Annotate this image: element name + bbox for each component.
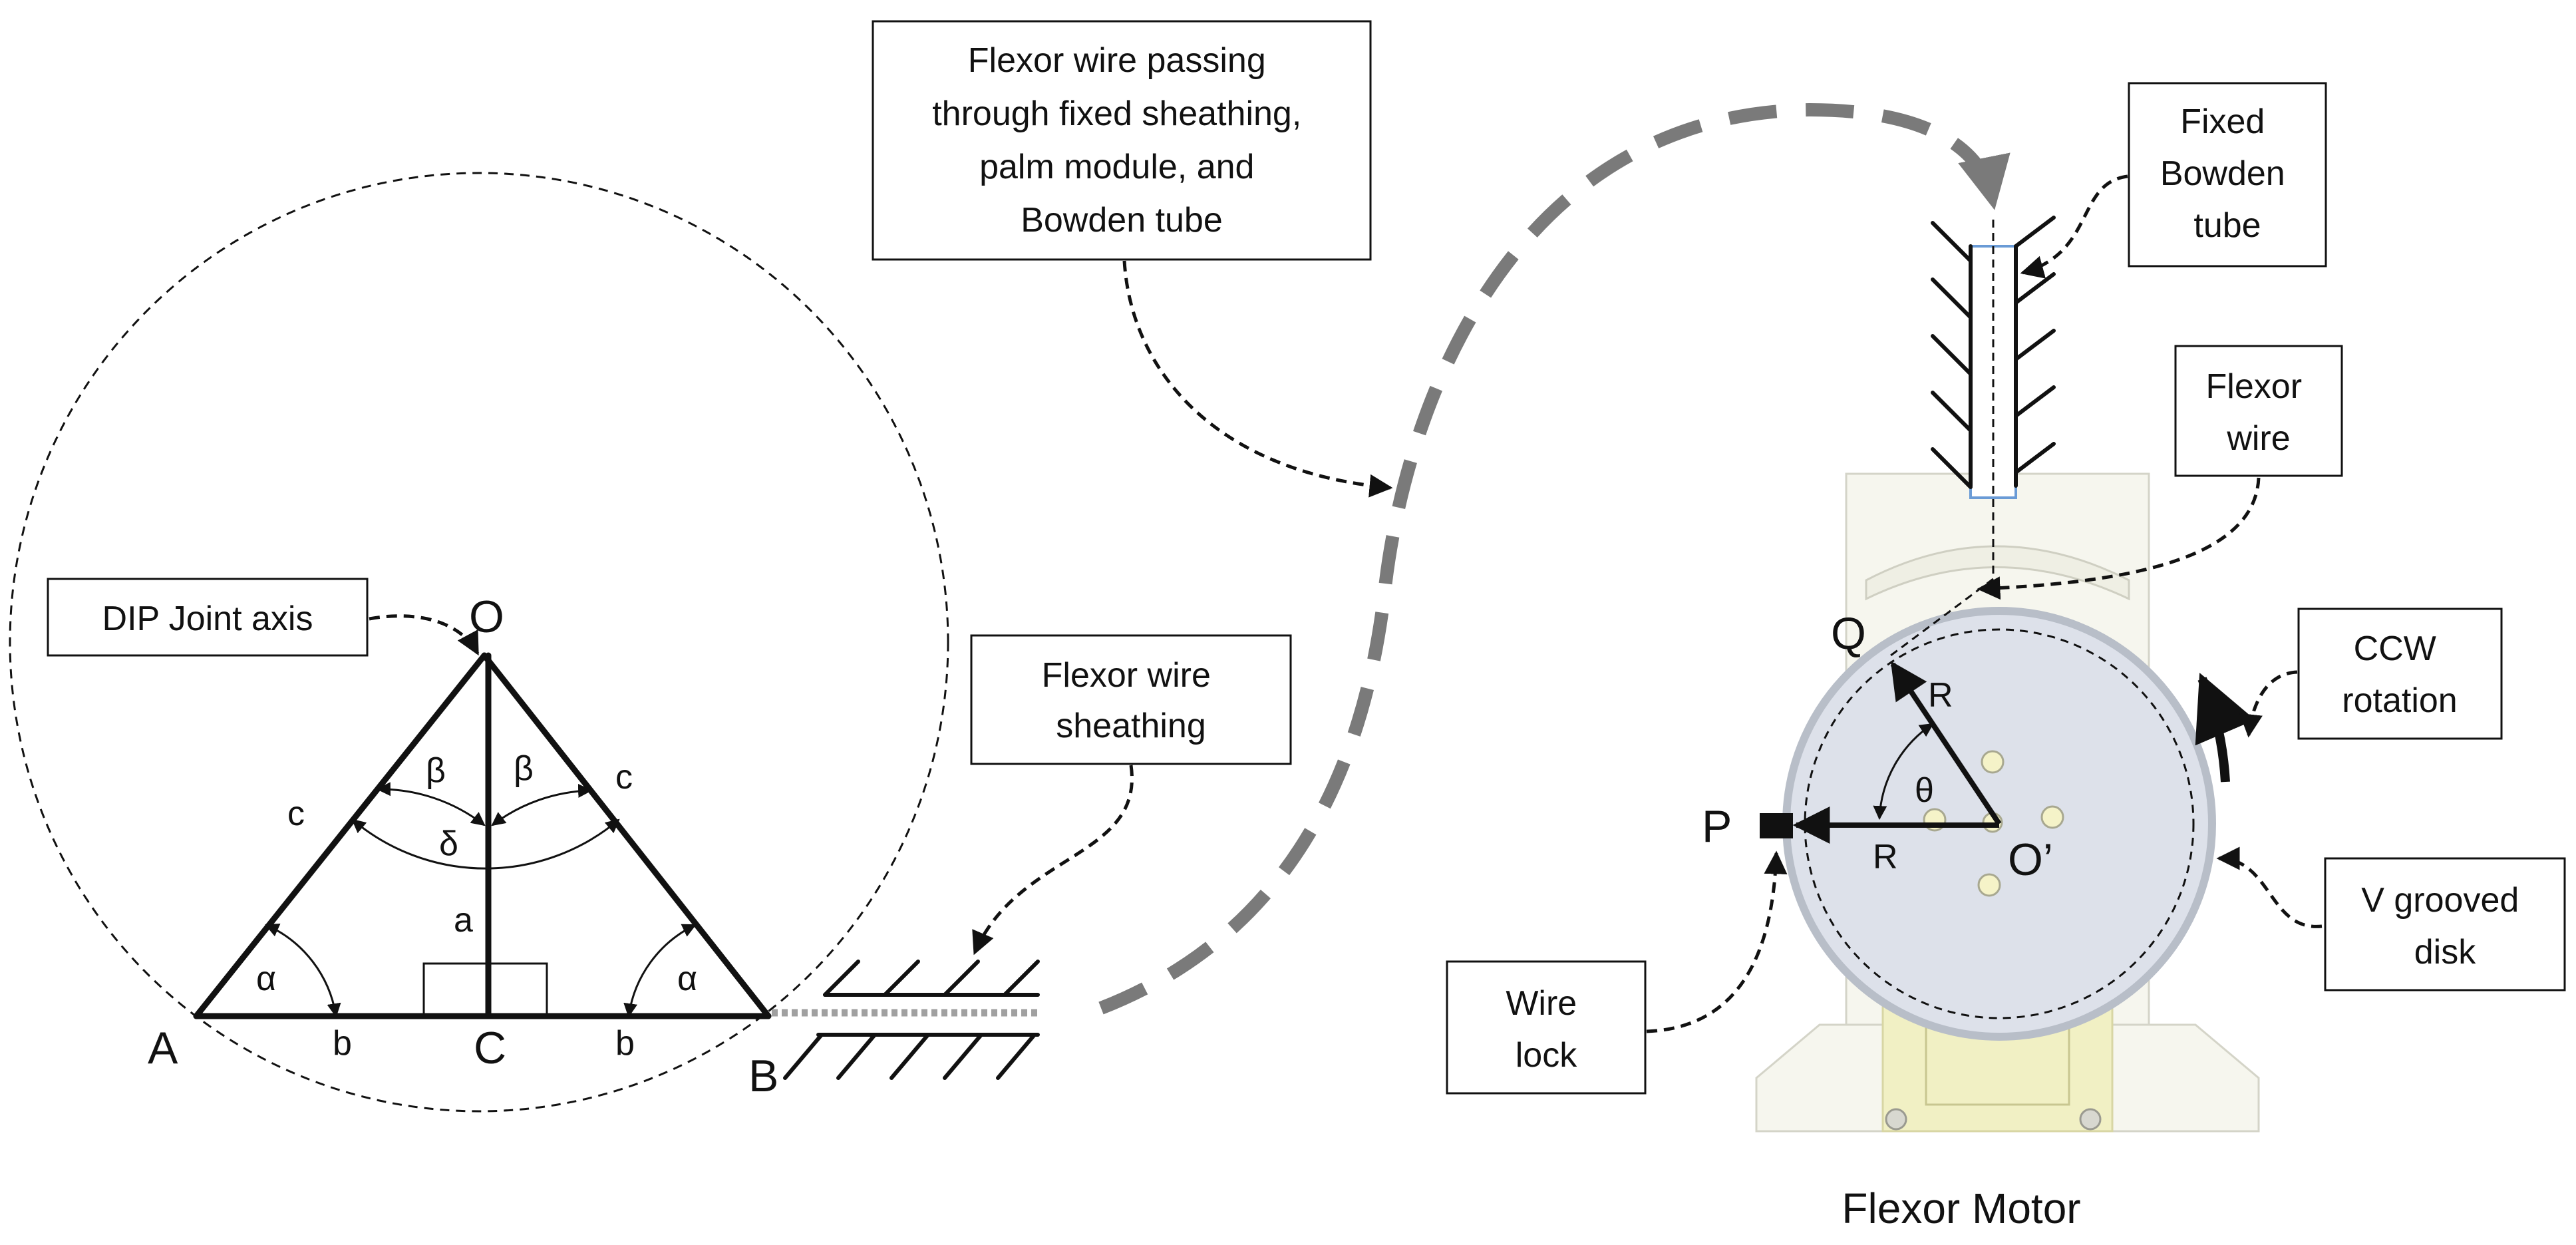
svg-text:CCW rotation: CCW rotation (2342, 629, 2457, 720)
label-point-p: P (1702, 801, 1732, 852)
leader-fixed-bowden-tube (2020, 174, 2128, 279)
callout-flexor-wire: Flexor wire (2174, 345, 2343, 477)
arc-beta-left (376, 782, 486, 826)
label-side-a: a (454, 901, 473, 940)
callout-wire-lock: Wire lock (1446, 960, 1647, 1095)
label-point-o-prime: O’ (2008, 834, 2053, 885)
wire-lock-block (1760, 813, 1793, 838)
screw-left (1885, 1108, 1907, 1131)
label-angle-alpha-right: α (677, 960, 697, 998)
leader-v-grooved-disk (2216, 846, 2323, 928)
label-angle-beta-right: β (514, 749, 534, 788)
callout-fixed-bowden-tube: Fixed Bowden tube (2128, 82, 2327, 267)
label-point-c: C (474, 1023, 506, 1073)
flexor-wire-tangent (1887, 578, 1994, 659)
label-point-b: B (748, 1051, 778, 1101)
motor-housing-curve (1865, 545, 2130, 601)
disk-groove-dashed (1804, 628, 2195, 1019)
label-point-o: O (469, 592, 504, 642)
svg-text:Flexor wire sheathing: Flexor wire sheathing (1042, 656, 1221, 745)
callout-flexor-wire-sheathing: Flexor wire sheathing (970, 634, 1292, 765)
right-angle-marker (422, 962, 548, 1017)
arc-alpha-right (623, 924, 697, 1018)
leader-flexor-wire-passing (1122, 260, 1393, 498)
label-side-c-left: c (287, 795, 305, 833)
flexor-motor: Q P O’ R R θ Flexor Motor (1702, 216, 2260, 1232)
label-angle-delta: δ (439, 824, 458, 863)
label-radius-p: R (1873, 838, 1898, 876)
label-angle-theta: θ (1915, 771, 1934, 810)
label-angle-beta-left: β (426, 751, 446, 790)
figure-caption: Flexor Motor (1842, 1184, 2080, 1232)
label-point-a: A (148, 1023, 178, 1073)
side-c-left-line (193, 652, 488, 1019)
screw-right (2079, 1108, 2102, 1131)
callout-v-grooved-disk: V grooved disk (2324, 857, 2566, 991)
leader-dip-joint-axis (369, 614, 480, 656)
label-radius-q: R (1928, 676, 1953, 715)
svg-text:Flexor wire: Flexor wire (2206, 367, 2312, 458)
label-side-c-right: c (615, 758, 633, 797)
ccw-rotation-arrow (2195, 672, 2255, 783)
side-c-right-line (481, 652, 772, 1019)
label-side-b-left: b (333, 1024, 352, 1063)
leader-ccw-rotation (2239, 670, 2298, 738)
callout-dip-joint-axis: DIP Joint axis (47, 578, 369, 657)
arc-theta (1873, 723, 1934, 820)
leader-wire-lock (1646, 850, 1788, 1033)
flexor-wire-sheathing-drawing (772, 960, 1040, 1080)
svg-text:DIP Joint axis: DIP Joint axis (102, 600, 313, 638)
sheath-hatch (783, 960, 1040, 1080)
angle-arcs (265, 782, 697, 1018)
joint-circle (9, 172, 949, 1113)
callout-ccw-rotation: CCW rotation (2297, 608, 2503, 740)
bowden-hatch (1931, 216, 2056, 489)
wire-routing-arrow (1098, 102, 2011, 1015)
label-angle-alpha-left: α (256, 960, 276, 998)
svg-text:Fixed Bowden tube: Fixed Bowden tube (2160, 102, 2295, 245)
label-side-b-right: b (615, 1024, 635, 1063)
arc-beta-right (491, 783, 593, 826)
arc-alpha-left (265, 924, 341, 1018)
svg-text:Flexor wire passing thro: Flexor wire passing through fixed sheath… (932, 41, 1311, 240)
leader-flexor-wire-sheathing (972, 765, 1134, 956)
arc-delta (351, 818, 620, 870)
svg-text:V grooved disk: V grooved disk (2361, 881, 2529, 972)
leader-arrows (369, 174, 2323, 1033)
callout-flexor-wire-passing: Flexor wire passing through fixed sheath… (872, 20, 1372, 261)
radius-q-line (1890, 661, 2002, 826)
svg-text:Wire lock: Wire lock (1506, 984, 1586, 1075)
label-point-q: Q (1831, 608, 1866, 659)
